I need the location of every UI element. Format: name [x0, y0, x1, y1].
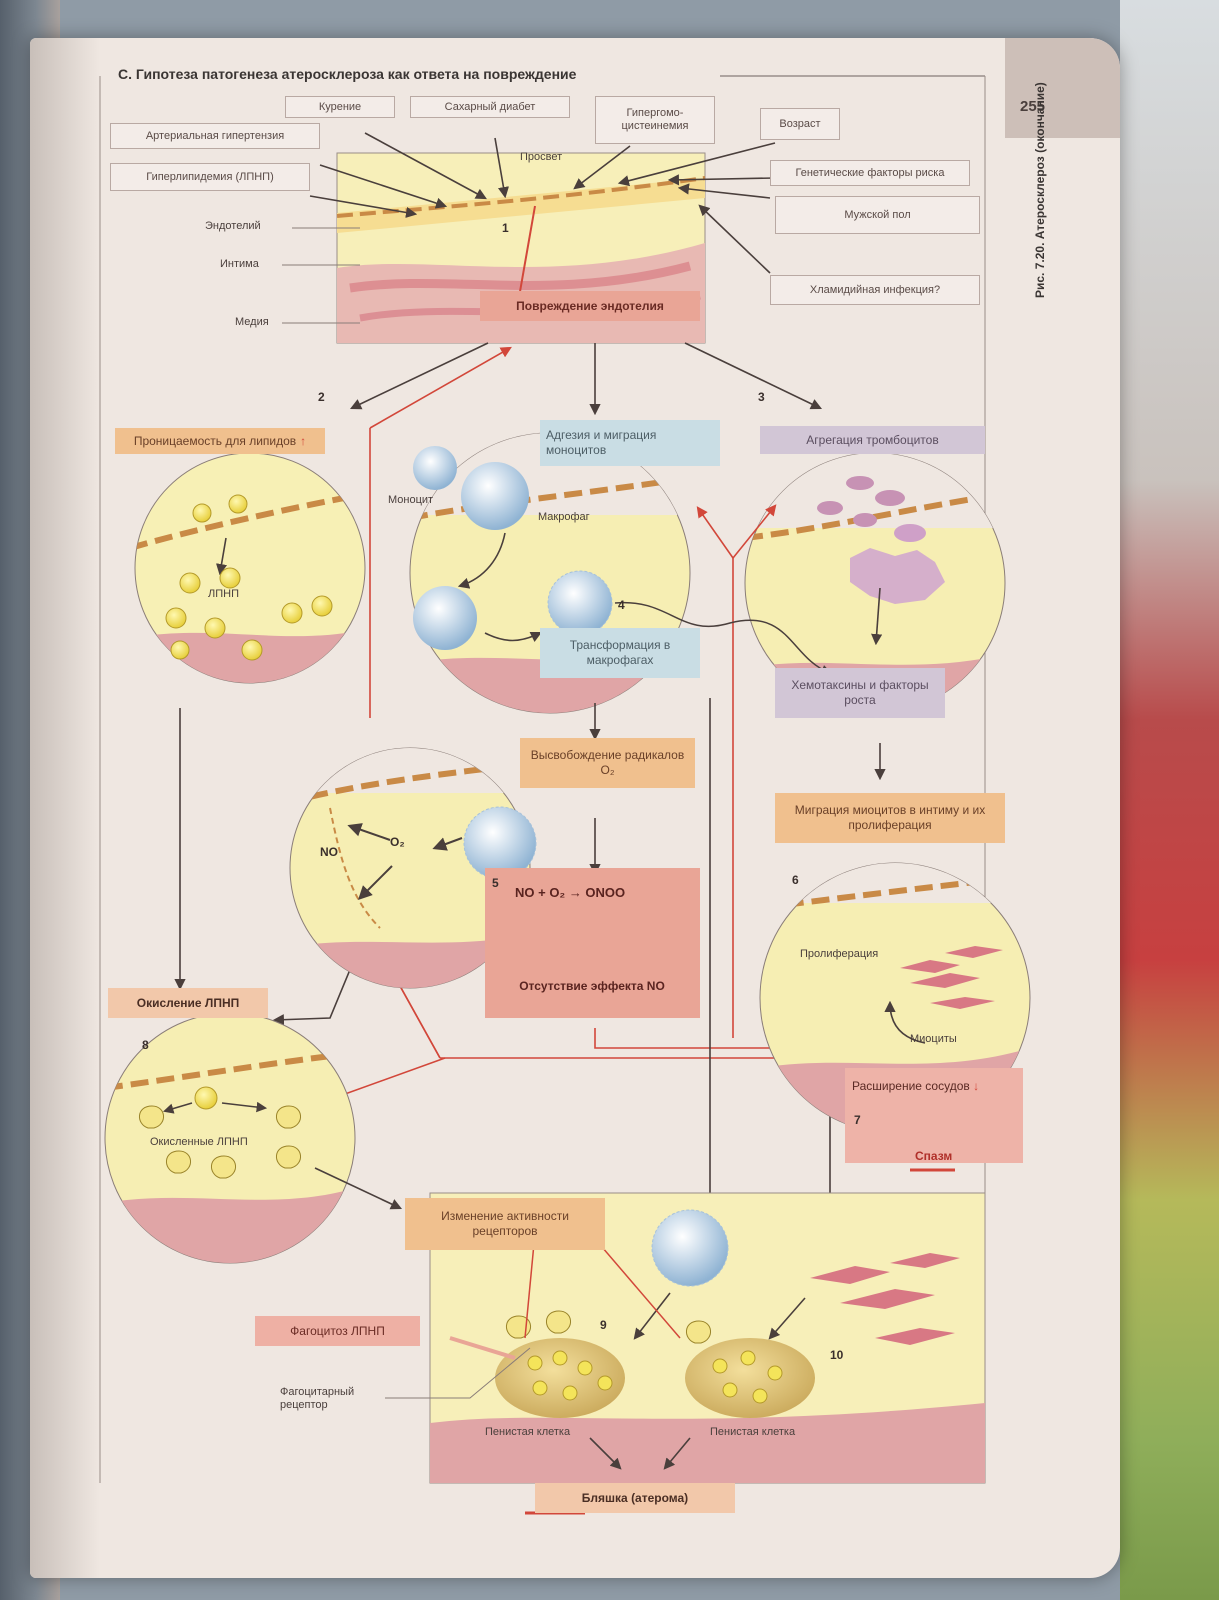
increase-arrow-icon: ↑: [300, 433, 307, 448]
proliferation-label: Пролиферация: [800, 948, 879, 960]
figure-caption: Рис. 7.20. Атеросклероз (окончание): [1033, 82, 1047, 298]
vasodilation-panel: [845, 1068, 1023, 1163]
label-endothelium: Эндотелий: [205, 220, 261, 232]
step-number-10: 10: [830, 1348, 844, 1362]
label-lumen: Просвет: [520, 151, 563, 163]
no-label: NO: [320, 845, 338, 859]
background-right: [1120, 0, 1219, 1600]
atheroma-plaque-label: Бляшка (атерома): [535, 1483, 735, 1513]
monocyte-icon: [461, 462, 529, 530]
foam-cell-label-right: Пенистая клетка: [710, 1426, 796, 1438]
risk-diabetes: Сахарный диабет: [410, 96, 570, 118]
label-media: Медия: [235, 316, 269, 328]
risk-genetic: Генетические факторы риска: [770, 160, 970, 186]
ldl-label: ЛПНП: [208, 588, 239, 600]
step-number-9: 9: [600, 1318, 607, 1332]
page-title: С. Гипотеза патогенеза атеросклероза как…: [118, 66, 577, 82]
decrease-arrow-icon: ↓: [973, 1079, 980, 1093]
monocyte-icon: [413, 586, 477, 650]
step-number-6: 6: [792, 873, 799, 887]
permeability-label: Проницаемость для липидов ↑: [115, 428, 325, 454]
step1-outflow-arrows: [349, 342, 823, 416]
page-spine-shadow: [30, 38, 100, 1578]
spasm-label: Спазм: [915, 1149, 953, 1163]
foam-cell-icon: [495, 1338, 625, 1418]
monocyte-adhesion-label: Адгезия и миграция моноцитов: [540, 420, 720, 466]
transformation-label: Трансформация в макрофагах: [540, 628, 700, 678]
book-page: С. Гипотеза патогенеза атеросклероза как…: [30, 38, 1120, 1578]
receptor-activity-label: Изменение активности рецепторов: [405, 1198, 605, 1250]
macrophage-label: Макрофаг: [538, 511, 590, 523]
monocyte-label: Моноцит: [388, 494, 434, 506]
platelet-aggregation-label: Агрегация тромбоцитов: [760, 426, 985, 454]
vasodilation-label: Расширение сосудов ↓: [852, 1080, 979, 1093]
label-intima: Интима: [220, 258, 259, 270]
step-number-1: 1: [502, 221, 509, 235]
o2-label: O₂: [390, 835, 405, 849]
risk-age: Возраст: [760, 108, 840, 140]
step-number-5: 5: [492, 876, 499, 890]
macrophage-icon: [651, 1209, 729, 1287]
step-number-3: 3: [758, 390, 765, 404]
foam-cell-label-left: Пенистая клетка: [485, 1426, 571, 1438]
no-inactivation-panel: [485, 868, 700, 1018]
risk-hyperlipidemia: Гиперлипидемия (ЛПНП): [110, 163, 310, 191]
permeability-text: Проницаемость для липидов: [133, 433, 297, 448]
radicals-release-label: Высвобождение радикалов O₂: [520, 738, 695, 788]
step-number-8: 8: [142, 1038, 149, 1052]
vasodilation-text: Расширение сосудов: [852, 1079, 970, 1093]
risk-chlamydia: Хламидийная инфекция?: [770, 275, 980, 305]
step-number-2: 2: [318, 390, 325, 404]
myocytes-label: Миоциты: [910, 1033, 957, 1045]
page-corner-tab: [1005, 38, 1120, 138]
risk-hyperhomocysteinemia: Гипергомо-цистеинемия: [595, 96, 715, 144]
circle-permeability: [134, 452, 366, 684]
to-receptors-arrow: [314, 1167, 403, 1210]
ldl-oxidation-label: Окисление ЛПНП: [108, 988, 268, 1018]
risk-hypertension: Артериальная гипертензия: [110, 123, 320, 149]
foam-cell-icon: [685, 1338, 815, 1418]
macrophage-icon: [547, 570, 613, 636]
risk-male-sex: Мужской пол: [775, 196, 980, 234]
step-number-7: 7: [854, 1113, 861, 1127]
chemotaxins-label: Хемотаксины и факторы роста: [775, 668, 945, 718]
no-effect-absence-label: Отсутствие эффекта NO: [519, 979, 665, 993]
myocyte-migration-label: Миграция миоцитов в интиму и их пролифер…: [775, 793, 1005, 843]
step-number-4: 4: [618, 598, 625, 612]
no-reaction-formula: NO + O₂ → ONOO: [515, 885, 626, 900]
risk-smoking: Курение: [285, 96, 395, 118]
endothelial-damage-label: Повреждение эндотелия: [480, 291, 700, 321]
monocyte-icon: [413, 446, 457, 490]
phagocytic-receptor-label: Фагоцитарный рецептор: [280, 1386, 355, 1411]
ldl-phagocytosis-label: Фагоцитоз ЛПНП: [255, 1316, 420, 1346]
risk-factor-arrows: [309, 132, 776, 274]
page-number: 255: [1020, 98, 1046, 115]
chemotaxis-arrow: [614, 601, 832, 675]
oxidized-ldl-label: Окисленные ЛПНП: [150, 1136, 248, 1148]
